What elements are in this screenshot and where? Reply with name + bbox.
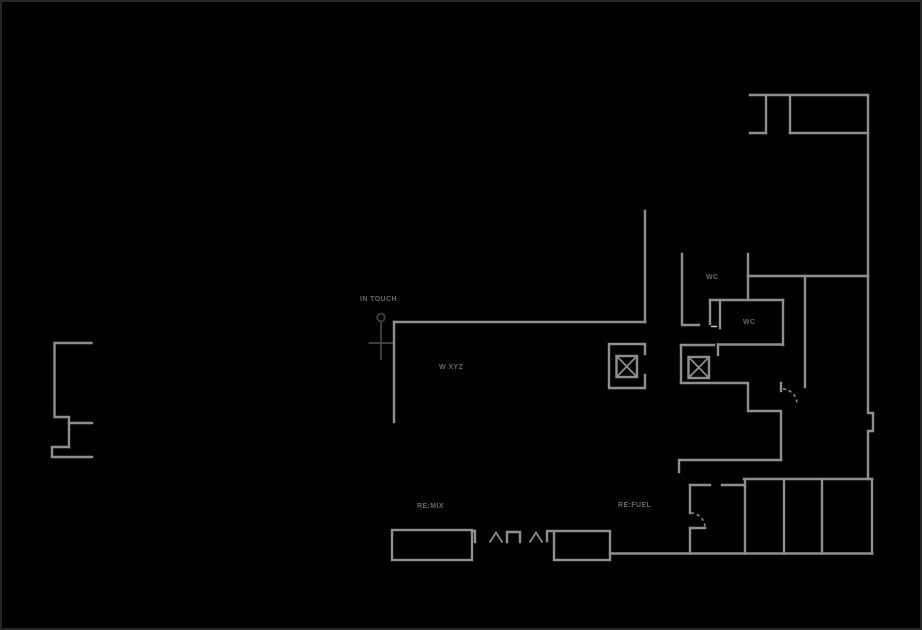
refuel-room-walls [688, 477, 747, 555]
elevator-1 [607, 342, 647, 390]
label-w-xyz: W XYZ [439, 364, 464, 371]
label-re-fuel: RE:FUEL [618, 502, 652, 509]
remix-counters-and-doors [390, 528, 612, 562]
left-wall-structure [50, 341, 94, 459]
label-re-mix: RE:MIX [417, 503, 444, 510]
label-wc-lower: WC [743, 319, 756, 326]
label-wc-upper: WC [706, 274, 719, 281]
wc-upper-room-walls [680, 252, 750, 327]
top-right-rooms [748, 93, 870, 135]
service-alcove-door [677, 381, 798, 474]
parking-stalls [742, 477, 874, 555]
main-room-walls [392, 209, 647, 424]
label-in-touch: IN TOUCH [360, 296, 397, 303]
east-corridor-walls [746, 274, 870, 389]
in-touch-pin-marker [368, 312, 394, 360]
wc-lower-room-walls [708, 298, 785, 347]
right-exterior-wall [866, 93, 875, 481]
elevator-2 [679, 343, 785, 385]
